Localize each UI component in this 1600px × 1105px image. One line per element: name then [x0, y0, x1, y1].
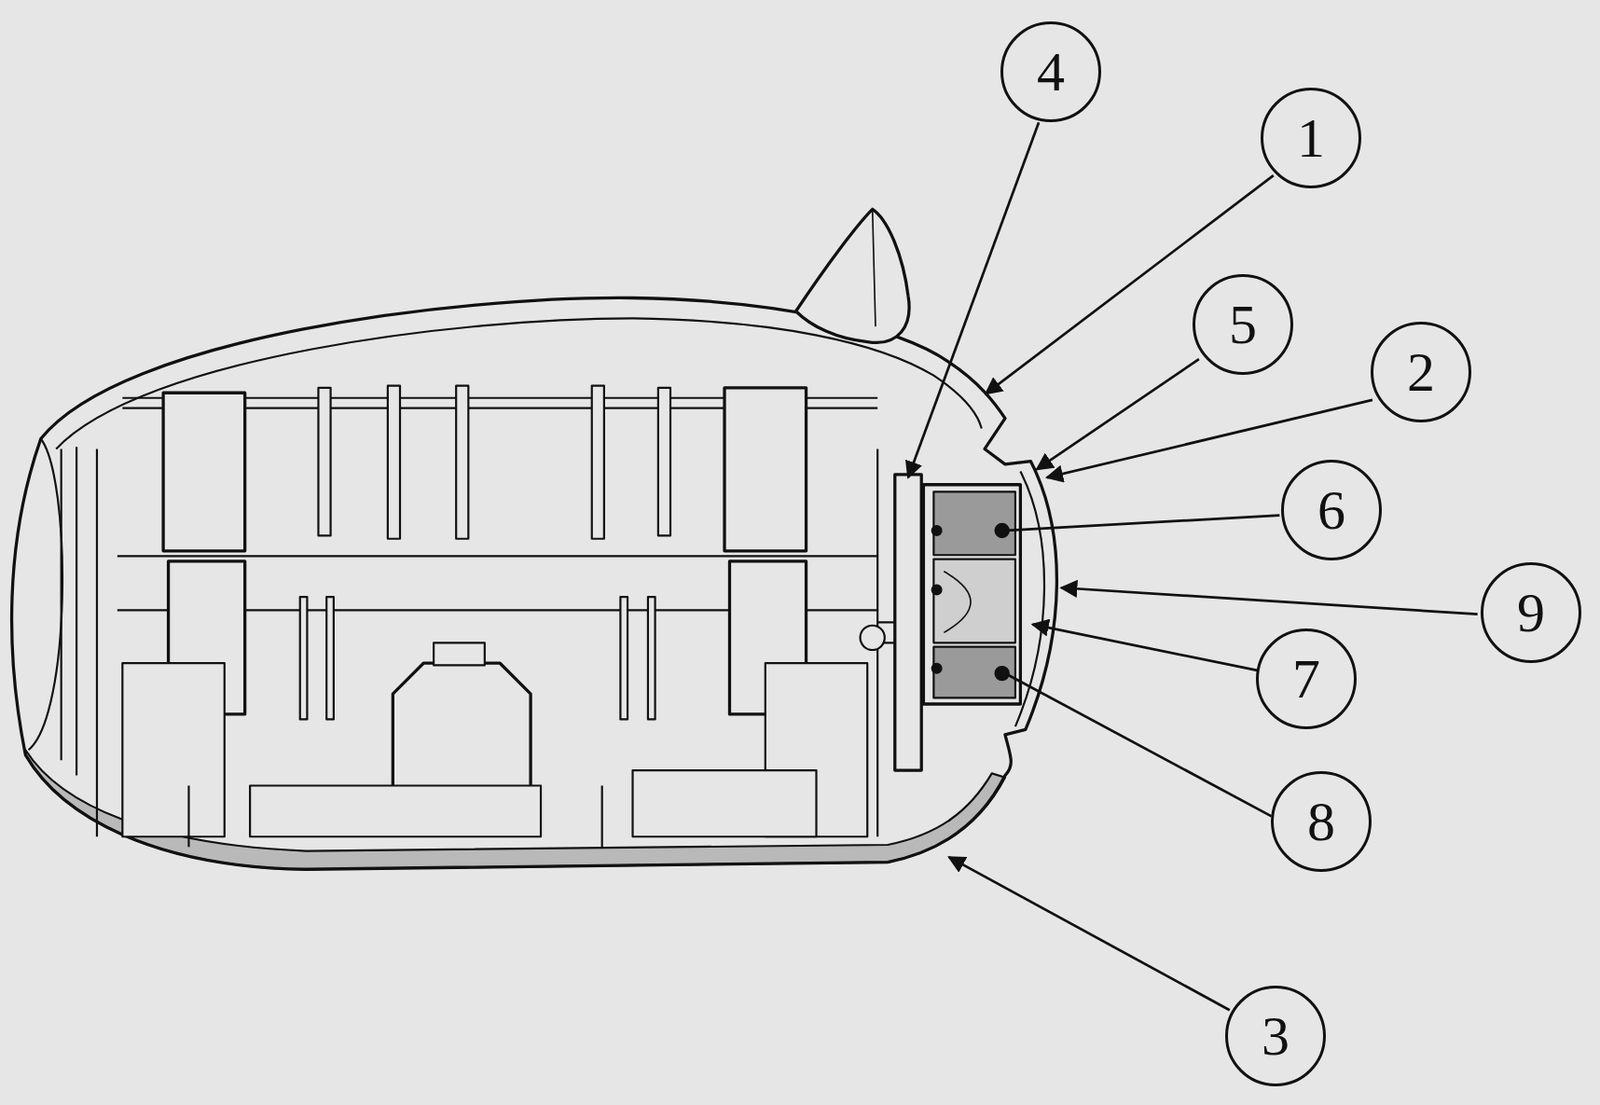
callout-number: 8: [1307, 793, 1336, 850]
callout-circle: 6: [1281, 459, 1382, 561]
callout-circle: 9: [1480, 562, 1582, 663]
callout-number: 6: [1317, 482, 1346, 538]
callout-number: 7: [1292, 650, 1321, 707]
callout-circle: 7: [1255, 628, 1357, 730]
callout-circle: 8: [1270, 771, 1372, 872]
callout-number: 4: [1036, 43, 1065, 100]
callout-number: 9: [1517, 584, 1545, 641]
callout-circle: 5: [1192, 274, 1294, 375]
callout-circle: 2: [1370, 321, 1472, 423]
callout-circle: 4: [1000, 21, 1102, 123]
callout-number: 2: [1406, 344, 1435, 400]
callout-circle: 3: [1225, 985, 1326, 1087]
callout-number: 1: [1296, 110, 1325, 166]
callout-number: 5: [1228, 296, 1257, 353]
callout-circle: 1: [1260, 87, 1362, 189]
callout-number: 3: [1261, 1007, 1290, 1064]
